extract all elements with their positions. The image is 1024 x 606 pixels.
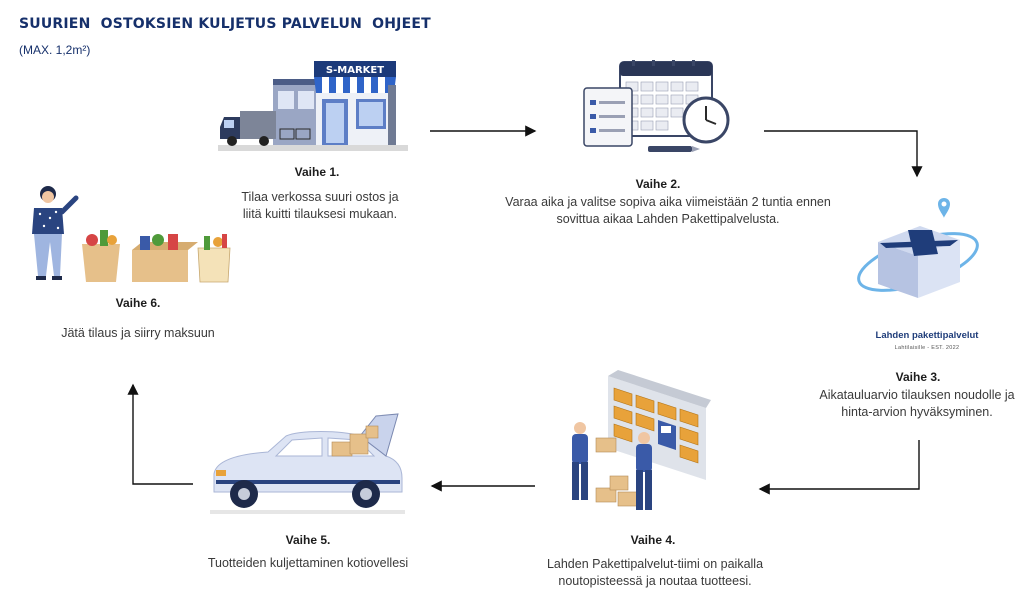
step-5-description: Tuotteiden kuljettaminen kotiovellesi (207, 556, 409, 570)
step-4-description: Lahden Pakettipalvelut-tiimi on paikalla… (546, 557, 764, 588)
step-2-description: Varaa aika ja valitse sopiva aika viimei… (505, 195, 831, 226)
store-sign: S-MARKET (326, 65, 384, 76)
step-6-description: Jätä tilaus ja siirry maksuun (61, 326, 215, 340)
woman-with-groceries-icon (32, 186, 231, 283)
step-1-label: Vaihe 1. (294, 165, 340, 179)
step-5-label: Vaihe 5. (285, 533, 331, 547)
parcel-logo-icon (857, 198, 979, 298)
parcel-lockers-workers-icon (572, 370, 711, 510)
arrow-step2-to-step3 (764, 130, 923, 178)
arrow-step3-to-step4 (758, 440, 920, 495)
step-4-label: Vaihe 4. (630, 533, 676, 547)
calendar-clock-icon (583, 60, 730, 152)
step-6-label: Vaihe 6. (115, 296, 161, 310)
step-2-label: Vaihe 2. (635, 177, 681, 191)
logo-tagline: Lahtilaisille - EST. 2022 (894, 345, 960, 351)
car-with-boxes-icon (210, 413, 405, 514)
store-with-truck-icon: S-MARKET (218, 61, 408, 151)
page-title: SUURIEN OSTOKSIEN KULJETUS PALVELUN OHJE… (19, 16, 431, 32)
page-subtitle: (MAX. 1,2m²) (19, 43, 91, 57)
logo-name: Lahden pakettipalvelut (875, 330, 979, 341)
arrow-step5-to-step6 (127, 383, 193, 485)
step-3-label: Vaihe 3. (895, 370, 941, 384)
